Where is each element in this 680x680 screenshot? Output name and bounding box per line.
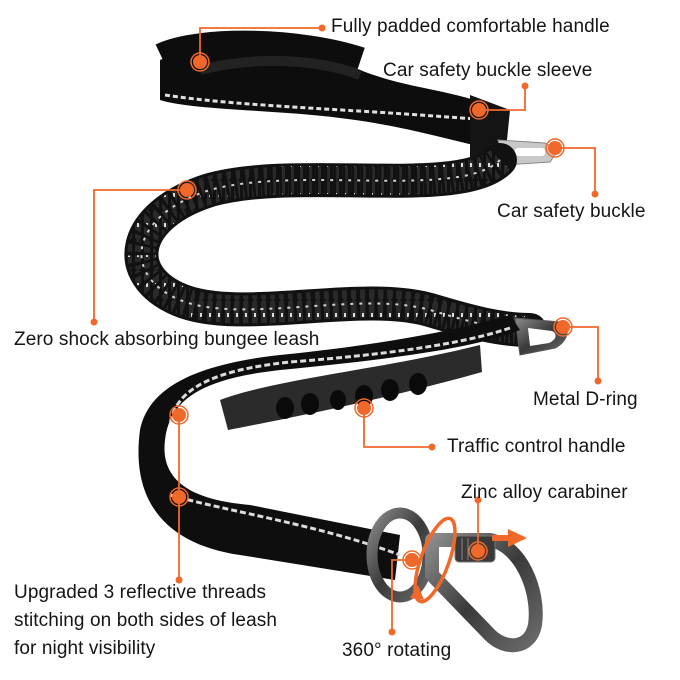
label-metal-d-ring: Metal D-ring	[533, 389, 638, 410]
callout-markers	[169, 52, 573, 570]
label-bungee-leash: Zero shock absorbing bungee leash	[14, 329, 320, 350]
bungee-section	[124, 143, 547, 347]
label-buckle-sleeve: Car safety buckle sleeve	[383, 60, 593, 81]
label-360-rotating: 360° rotating	[342, 640, 452, 661]
lower-strap	[138, 315, 520, 580]
label-padded-handle: Fully padded comfortable handle	[331, 16, 610, 37]
rotation-arrowhead-icon	[410, 585, 424, 600]
slide-arrow-icon	[492, 529, 527, 547]
label-car-safety-buckle: Car safety buckle	[497, 201, 646, 222]
callout-end-dots	[90, 24, 602, 636]
label-zinc-carabiner: Zinc alloy carabiner	[461, 482, 628, 503]
padded-handle	[155, 30, 500, 151]
carabiner-assembly	[366, 507, 543, 653]
rotation-arrow-icon	[413, 516, 457, 604]
label-reflective-threads: Upgraded 3 reflective threads stitching …	[14, 582, 278, 659]
label-traffic-handle: Traffic control handle	[447, 436, 626, 457]
